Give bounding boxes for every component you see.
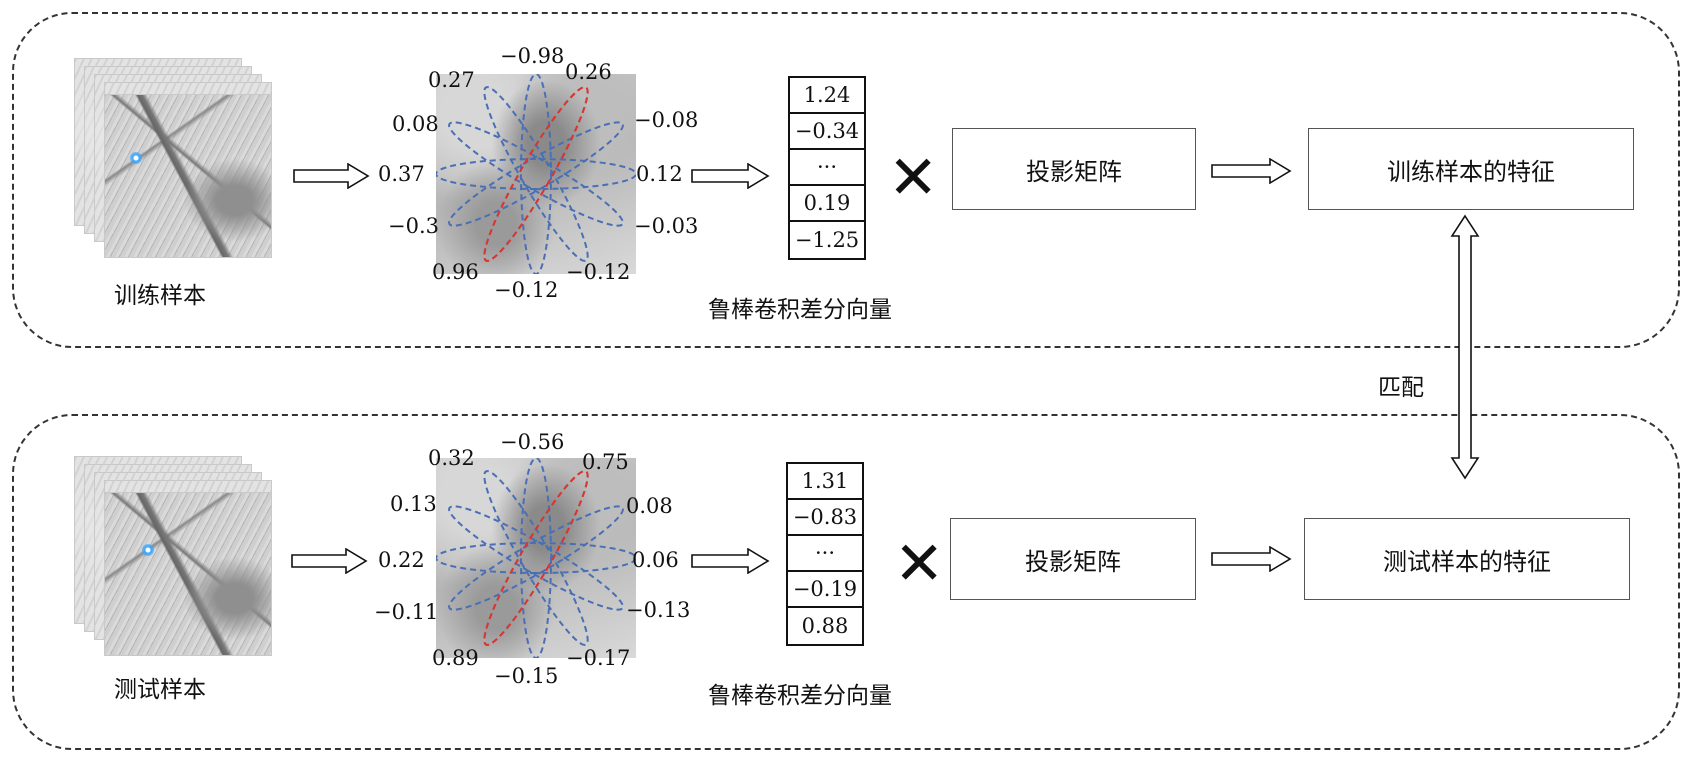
testing-sample-label: 测试样本 (114, 677, 206, 703)
arrow-right-icon (691, 163, 770, 189)
vector-cell: −0.19 (788, 572, 862, 608)
angle-bottom: −0.12 (494, 278, 559, 302)
training-feature-box: 训练样本的特征 (1308, 128, 1634, 210)
vector-cell: 1.31 (788, 464, 862, 500)
double-arrow-vertical-icon (1450, 214, 1480, 480)
angle-bottom-left: 0.96 (432, 260, 479, 284)
angle-top: −0.56 (500, 430, 565, 454)
sample-point-marker (130, 152, 142, 164)
training-projection-box: 投影矩阵 (952, 128, 1196, 210)
angle-lower-left: −0.3 (388, 214, 439, 238)
angle-lower-right: −0.13 (626, 598, 691, 622)
patch-image (436, 74, 636, 274)
orientation-ellipses (436, 74, 636, 274)
angle-bottom-right: −0.17 (566, 646, 631, 670)
training-panel (12, 12, 1680, 348)
patch-image (436, 458, 636, 658)
palmprint-image (104, 492, 272, 656)
vector-cell: −1.25 (794, 228, 860, 252)
training-sample-label: 训练样本 (114, 283, 206, 309)
vector-cell: 0.88 (801, 614, 849, 638)
angle-bottom: −0.15 (494, 664, 559, 688)
angle-upper-right: −0.08 (634, 108, 699, 132)
vector-cell: 0.19 (790, 186, 864, 222)
angle-top-left: 0.32 (428, 446, 475, 470)
palmprint-image (104, 94, 272, 258)
training-feature-patch (436, 74, 636, 274)
sample-point-marker (142, 544, 154, 556)
angle-upper-left: 0.13 (390, 492, 437, 516)
arrow-right-icon (1211, 546, 1292, 572)
training-sample-stack (74, 58, 274, 258)
vector-cell: ··· (788, 536, 862, 572)
testing-panel (12, 414, 1680, 750)
angle-left: 0.22 (378, 548, 425, 572)
multiply-icon: ✕ (894, 529, 945, 599)
angle-bottom-right: −0.12 (566, 260, 631, 284)
angle-top: −0.98 (500, 44, 565, 68)
testing-vector: 1.31 −0.83 ··· −0.19 0.88 (786, 462, 864, 646)
angle-top-right: 0.26 (565, 60, 612, 84)
angle-bottom-left: 0.89 (432, 646, 479, 670)
orientation-ellipses (436, 458, 636, 658)
testing-feature-patch (436, 458, 636, 658)
angle-upper-right: 0.08 (626, 494, 673, 518)
match-label: 匹配 (1378, 375, 1424, 401)
training-vector: 1.24 −0.34 ··· 0.19 −1.25 (788, 76, 866, 260)
multiply-icon: ✕ (888, 143, 939, 213)
arrow-right-icon (1211, 158, 1292, 184)
angle-top-right: 0.75 (582, 450, 629, 474)
training-vector-label: 鲁棒卷积差分向量 (708, 297, 892, 323)
vector-cell: −0.83 (788, 500, 862, 536)
angle-top-left: 0.27 (428, 68, 475, 92)
testing-projection-box: 投影矩阵 (950, 518, 1196, 600)
vector-cell: −0.34 (790, 114, 864, 150)
testing-vector-label: 鲁棒卷积差分向量 (708, 683, 892, 709)
vector-cell: ··· (790, 150, 864, 186)
angle-upper-left: 0.08 (392, 112, 439, 136)
arrow-right-icon (691, 548, 770, 574)
testing-feature-box: 测试样本的特征 (1304, 518, 1630, 600)
arrow-right-icon (293, 163, 370, 189)
angle-left: 0.37 (378, 162, 425, 186)
arrow-right-icon (291, 548, 368, 574)
angle-lower-right: −0.03 (634, 214, 699, 238)
angle-lower-left: −0.11 (374, 600, 439, 624)
vector-cell: 1.24 (790, 78, 864, 114)
angle-right: 0.06 (632, 548, 679, 572)
angle-right: 0.12 (636, 162, 683, 186)
testing-sample-stack (74, 456, 274, 656)
